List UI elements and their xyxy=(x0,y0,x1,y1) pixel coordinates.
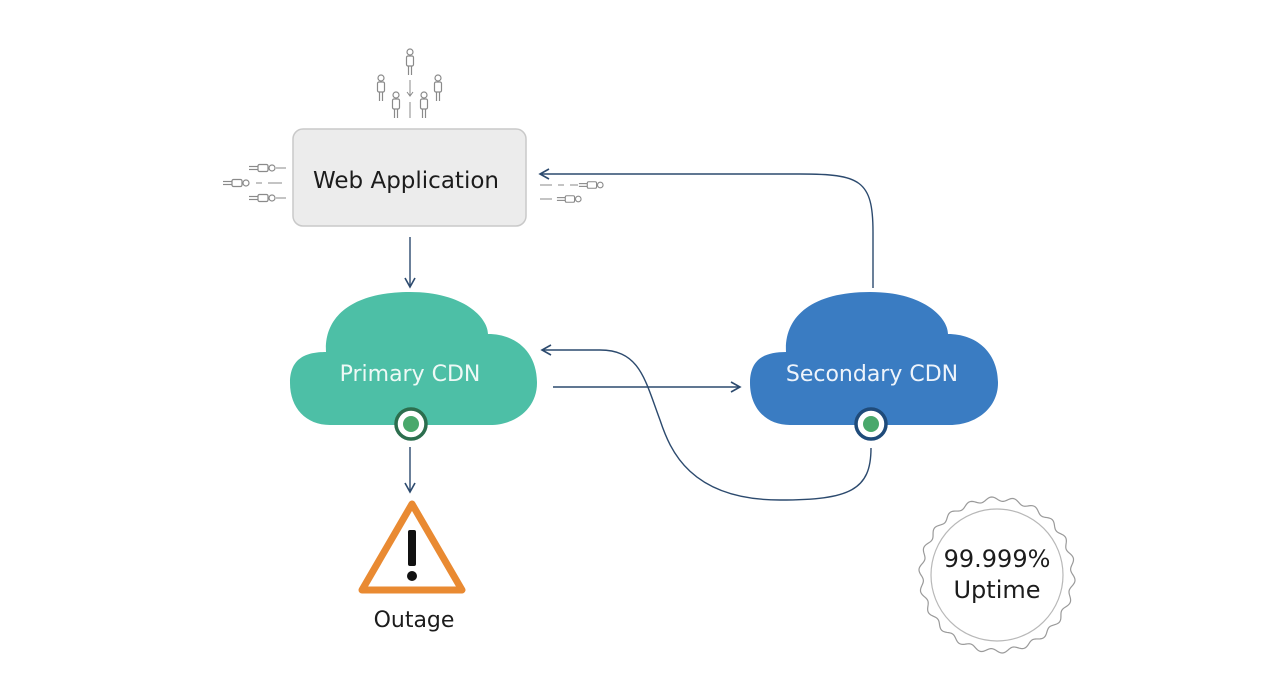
web-application-node: Web Application xyxy=(292,128,527,227)
warning-exclamation-bar xyxy=(408,530,416,566)
secondary-cdn-label: Secondary CDN xyxy=(786,362,958,387)
user-icon xyxy=(391,91,401,119)
user-icon xyxy=(433,74,443,102)
outage-label: Outage xyxy=(374,608,455,633)
secondary-status-indicator xyxy=(863,416,879,432)
uptime-value: 99.999% xyxy=(944,545,1051,573)
arrow-secondary-to-webapp xyxy=(538,168,874,288)
uptime-seal: 99.999% Uptime xyxy=(918,496,1076,654)
secondary-cdn-cloud xyxy=(750,292,998,425)
outage-node: Outage xyxy=(358,500,466,633)
user-icon xyxy=(376,74,386,102)
users-left-group xyxy=(222,163,286,203)
arrow-secondary-to-primary xyxy=(540,344,872,501)
user-icon xyxy=(578,181,604,189)
seal-inner-ring xyxy=(930,508,1064,642)
web-application-label: Web Application xyxy=(313,168,499,194)
seal-outer-ring xyxy=(918,496,1076,654)
user-icon xyxy=(419,91,429,119)
user-flow-arrow xyxy=(406,91,414,97)
primary-cdn-label: Primary CDN xyxy=(340,362,481,387)
primary-cdn-node: Primary CDN xyxy=(290,292,537,441)
primary-cdn-cloud xyxy=(290,292,537,425)
users-top-group xyxy=(376,48,443,119)
warning-exclamation-dot xyxy=(407,571,417,581)
user-icon xyxy=(405,48,415,76)
user-icon xyxy=(248,193,276,203)
user-icon xyxy=(222,178,250,188)
secondary-cdn-node: Secondary CDN xyxy=(750,292,998,441)
user-icon xyxy=(248,163,276,173)
primary-status-indicator xyxy=(403,416,419,432)
uptime-label: Uptime xyxy=(953,576,1040,604)
users-right-group xyxy=(540,181,604,203)
user-icon xyxy=(556,195,582,203)
web-application-box xyxy=(292,128,527,227)
